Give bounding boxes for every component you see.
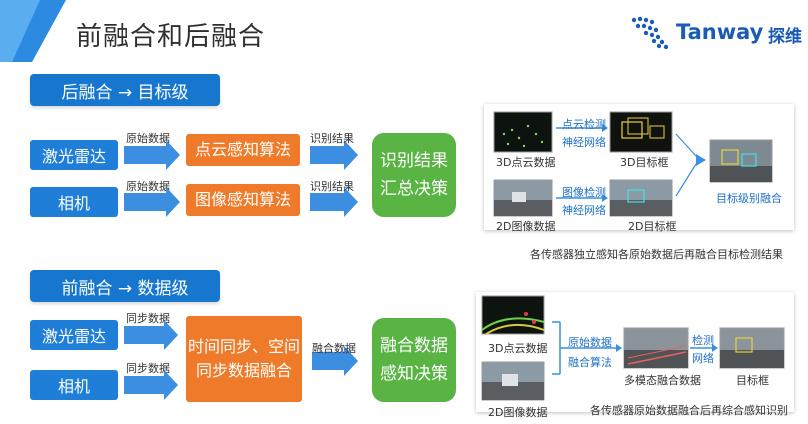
page-title: 前融合和后融合 xyxy=(76,22,266,52)
arrow-early-camera-to-algo xyxy=(124,370,178,400)
late-fusion-banner: 后融合 → 目标级 xyxy=(30,74,220,106)
arrow-algo2-to-decision xyxy=(310,187,358,217)
late-3dbox-image xyxy=(609,111,673,153)
logo-text: Tanway xyxy=(676,20,764,44)
early-pointcloud-image xyxy=(481,295,545,335)
corner-decoration xyxy=(0,0,66,62)
late-pointcloud-caption: 3D点云数据 xyxy=(496,156,556,169)
early-raw-label-2: 融合算法 xyxy=(568,356,612,369)
late-decision-line2: 汇总决策 xyxy=(380,179,448,199)
early-lidar-box: 激光雷达 xyxy=(30,320,118,350)
sync-fusion-line1: 时间同步、空间 xyxy=(187,337,300,356)
arrow-algo-to-decision xyxy=(312,346,358,376)
arrow-lidar-to-algo xyxy=(124,140,180,170)
early-fusion-banner: 前融合 → 数据级 xyxy=(30,270,220,302)
image-algo-box: 图像感知算法 xyxy=(186,184,300,216)
pointcloud-algo-box: 点云感知算法 xyxy=(186,134,300,166)
late-img-detect-label-1: 图像检测 xyxy=(562,186,606,199)
arrow-camera-to-algo xyxy=(124,187,180,217)
early-decision-box: 融合数据 感知决策 xyxy=(372,318,456,402)
late-detect-label-1: 点云检测 xyxy=(562,118,606,131)
sync-fusion-algo-box: 时间同步、空间 同步数据融合 xyxy=(186,316,302,402)
early-panel-graphics xyxy=(481,295,785,401)
late-decision-box: 识别结果 汇总决策 xyxy=(372,133,456,217)
late-arrows xyxy=(124,140,358,217)
late-detect-label-2: 神经网络 xyxy=(562,136,606,149)
late-camera-caption: 2D图像数据 xyxy=(496,220,556,233)
late-raw-label-1: 原始数据 xyxy=(126,132,170,145)
late-decision-line1: 识别结果 xyxy=(380,151,448,171)
late-camera-box: 相机 xyxy=(30,187,118,217)
early-multimodal-caption: 多模态融合数据 xyxy=(624,374,701,387)
arrow-algo1-to-decision xyxy=(310,140,358,170)
late-img-detect-label-2: 神经网络 xyxy=(562,204,606,217)
late-panel-graphics xyxy=(493,111,773,217)
early-sync-label-2: 同步数据 xyxy=(126,362,170,375)
early-camera-box: 相机 xyxy=(30,370,118,400)
late-lidar-box: 激光雷达 xyxy=(30,140,118,170)
early-pointcloud-caption: 3D点云数据 xyxy=(488,342,548,355)
arrow-early-lidar-to-algo xyxy=(124,320,178,350)
late-panel-caption: 各传感器独立感知各原始数据后再融合目标检测结果 xyxy=(530,248,783,261)
early-detect-label-1: 检测 xyxy=(692,334,714,347)
early-decision-line2: 感知决策 xyxy=(380,364,448,384)
late-result-label-1: 识别结果 xyxy=(310,132,354,145)
early-raw-label-1: 原始数据 xyxy=(568,336,612,349)
late-2dbox-caption: 2D目标框 xyxy=(628,220,677,233)
early-detect-label-2: 网络 xyxy=(692,352,714,365)
late-pointcloud-image xyxy=(493,111,553,153)
early-panel-caption: 各传感器原始数据融合后再综合感知识别 xyxy=(590,404,788,417)
late-3dbox-caption: 3D目标框 xyxy=(620,156,669,169)
late-result-label-2: 识别结果 xyxy=(310,180,354,193)
tanway-logo: Tanway 探维 xyxy=(628,14,804,54)
tanway-dots-icon xyxy=(631,16,669,50)
early-sync-label-1: 同步数据 xyxy=(126,312,170,325)
early-camera-caption: 2D图像数据 xyxy=(488,406,548,419)
logo-cn: 探维 xyxy=(768,27,802,47)
late-raw-label-2: 原始数据 xyxy=(126,180,170,193)
sync-fusion-line2: 同步数据融合 xyxy=(195,361,292,380)
late-fusion-caption: 目标级别融合 xyxy=(716,192,782,205)
early-fused-label: 融合数据 xyxy=(312,342,356,355)
early-targetbox-caption: 目标框 xyxy=(736,374,769,387)
early-decision-line1: 融合数据 xyxy=(380,336,448,356)
